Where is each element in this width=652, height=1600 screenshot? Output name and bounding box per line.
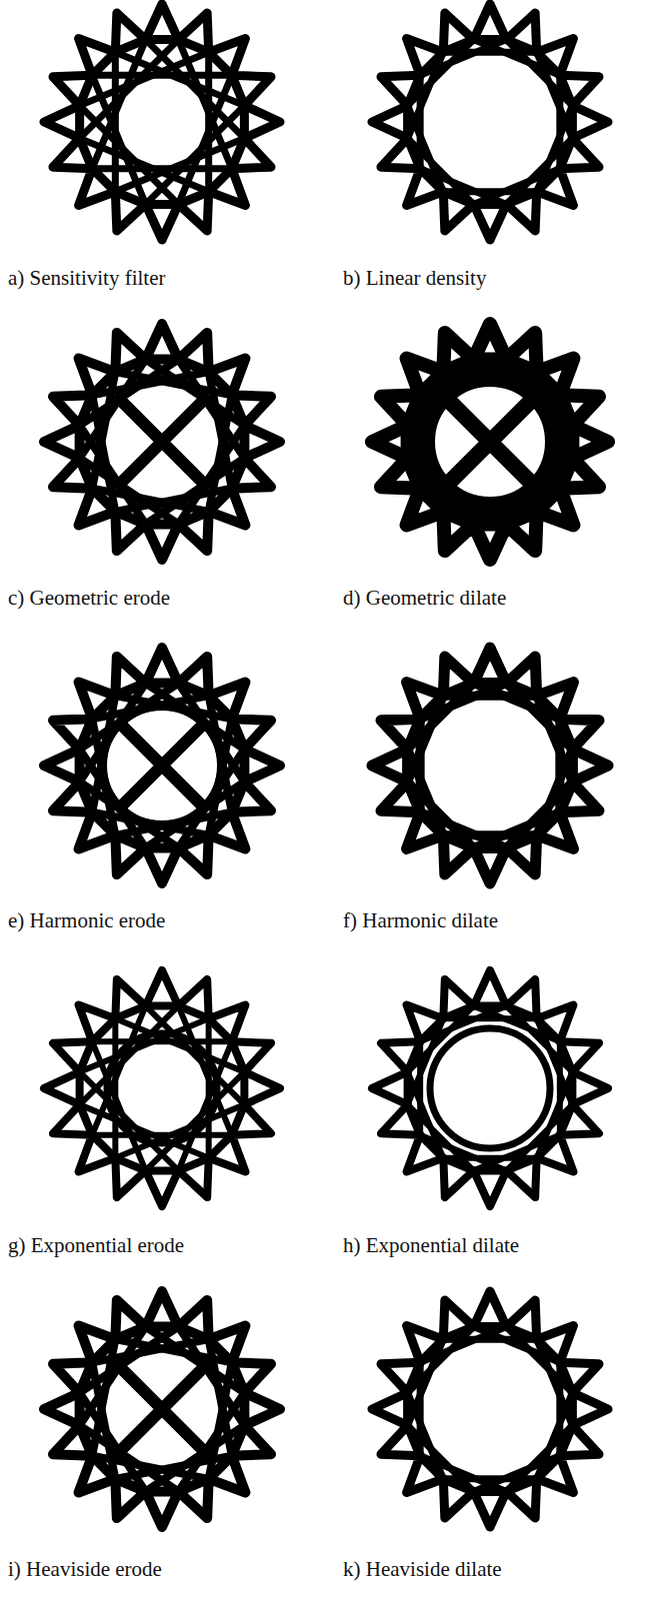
panel-caption: b) Linear density [343,266,486,291]
ring-bar [430,1029,550,1149]
ring-bar [107,1034,217,1144]
lattice-bar [443,1016,536,1022]
inner-ring [80,40,245,205]
star-outline [44,648,280,884]
panel-caption: g) Exponential erode [8,1234,184,1259]
cross-bar [117,397,206,486]
star-outline [372,324,608,560]
star-outline [44,1292,280,1528]
lattice-bar [146,1007,245,1106]
topology-result [372,1292,608,1528]
inner-ring [80,684,245,849]
star-outline [44,4,280,240]
inner-ring [408,684,573,849]
ring-bar [102,706,222,826]
inner-ring [80,1007,245,1172]
ring-bar [100,380,224,504]
lattice-bar [115,52,244,105]
topology-result [372,648,608,884]
lattice-bar [146,40,245,139]
cross-bar [119,723,205,809]
panel-caption: d) Geometric dilate [343,586,506,611]
topology-result [372,324,608,560]
inner-ring [408,1328,573,1493]
cross-bar [440,392,541,493]
star-outline [372,1292,608,1528]
topology-result [44,648,280,884]
topology-result [44,324,280,560]
panel-caption: c) Geometric erode [8,586,170,611]
panel-caption: k) Heaviside dilate [343,1558,502,1583]
lattice-bar [115,1019,244,1072]
cross-bar [112,1360,213,1461]
panel-caption: f) Harmonic dilate [343,909,498,934]
lattice-bar [474,684,560,720]
inner-ring [408,40,573,205]
star-outline [372,971,608,1207]
panel-caption: i) Heaviside erode [8,1558,162,1583]
star-outline [44,971,280,1207]
star-outline [372,4,608,240]
ring-bar [420,372,560,512]
panel-caption: a) Sensitivity filter [8,266,165,291]
inner-ring [408,1007,573,1172]
lattice-bar [474,40,560,76]
topology-result [372,4,608,240]
panel-caption: e) Harmonic erode [8,909,165,934]
lattice-bar [474,1328,560,1364]
star-outline [372,648,608,884]
panel-caption: h) Exponential dilate [343,1234,519,1259]
inner-ring [80,1328,245,1493]
topology-result [44,4,280,240]
star-outline [44,324,280,560]
topology-result [44,1292,280,1528]
topology-result [44,971,280,1207]
topology-result [372,971,608,1207]
inner-ring [80,360,245,525]
lattice-bar [80,1019,209,1072]
inner-ring [408,360,573,525]
